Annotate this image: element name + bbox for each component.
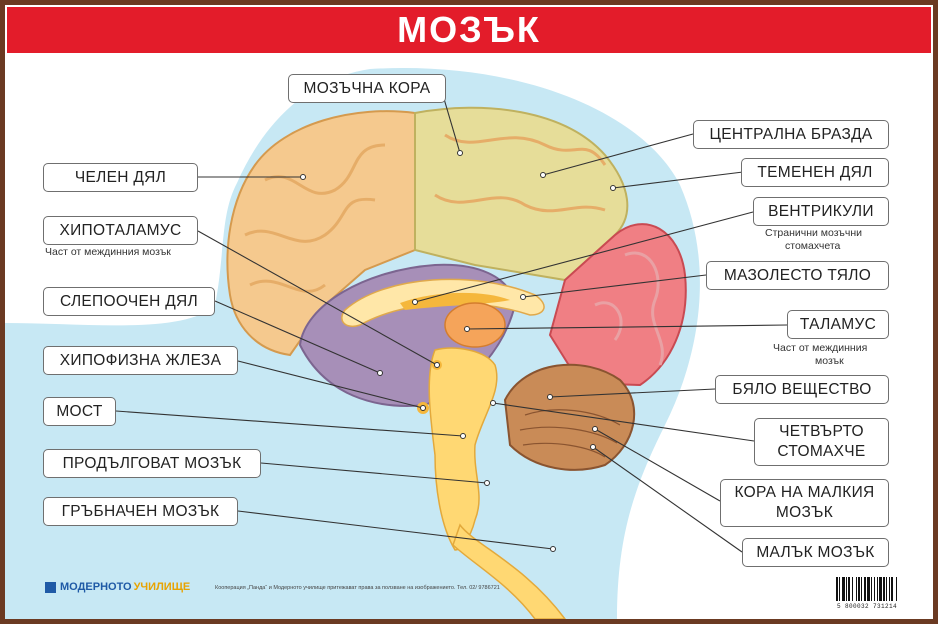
page-title: МОЗЪК	[397, 9, 541, 50]
leader-lines	[115, 91, 788, 553]
label-fourth-ventricle-line-2: СТОМАХЧЕ	[777, 443, 866, 460]
barcode-icon	[836, 577, 897, 601]
brainstem-shape	[428, 347, 498, 551]
label-temporal-lobe: СЛЕПООЧЕН ДЯЛ	[43, 287, 215, 316]
leader-dots	[300, 150, 616, 552]
label-thalamus-note-2: мозък	[815, 355, 844, 367]
label-corpus-callosum: МАЗОЛЕСТО ТЯЛО	[706, 261, 889, 290]
label-medulla: ПРОДЪЛГОВАТ МОЗЪК	[43, 449, 261, 478]
cortex-gyri	[244, 133, 607, 293]
logo-text-part2: УЧИЛИЩЕ	[133, 581, 191, 593]
label-ventricles-note-2: стомахчета	[785, 240, 841, 252]
logo-square-icon	[45, 581, 56, 593]
label-cerebellar-cortex-line-2: МОЗЪК	[775, 504, 834, 521]
credits-text: Кооперация „Панда“ и Модерното училище п…	[215, 585, 500, 591]
barcode-number: 5 800032 731214	[837, 603, 898, 610]
label-hypothalamus: ХИПОТАЛАМУС	[43, 216, 198, 245]
spinal-cord-shape	[452, 523, 566, 619]
label-white-matter: БЯЛО ВЕЩЕСТВО	[715, 375, 889, 404]
label-parietal-lobe: ТЕМЕНЕН ДЯЛ	[741, 158, 889, 187]
label-frontal-lobe: ЧЕЛЕН ДЯЛ	[43, 163, 198, 192]
label-thalamus-note-1: Част от междинния	[773, 342, 868, 354]
label-central-sulcus: ЦЕНТРАЛНА БРАЗДА	[693, 120, 889, 149]
label-cerebellar-cortex-line-1: КОРА НА МАЛКИЯ	[734, 484, 875, 501]
ventricle-shape	[400, 292, 510, 310]
thalamus-shape	[444, 302, 506, 348]
label-ventricles-note-1: Странични мозъчни	[765, 227, 863, 239]
publisher-logo: МОДЕРНОТО УЧИЛИЩЕ	[45, 581, 190, 593]
label-cortex: МОЗЪЧНА КОРА	[288, 74, 446, 103]
label-cerebellum: МАЛЪК МОЗЪК	[742, 538, 889, 567]
label-spinal-cord: ГРЪБНАЧЕН МОЗЪК	[43, 497, 238, 526]
title-bar: МОЗЪК	[7, 7, 931, 53]
label-ventricles: ВЕНТРИКУЛИ	[753, 197, 889, 226]
label-pons: МОСТ	[43, 397, 116, 426]
label-hypothalamus-note: Част от междинния мозък	[45, 246, 171, 258]
label-fourth-ventricle: ЧЕТВЪРТО СТОМАХЧЕ	[754, 418, 889, 466]
frontal-lobe-shape	[226, 110, 416, 357]
brain-illustration	[5, 68, 788, 619]
occipital-gyri	[594, 251, 664, 366]
logo-text-part1: МОДЕРНОТО	[60, 581, 132, 593]
label-fourth-ventricle-line-1: ЧЕТВЪРТО	[779, 423, 864, 440]
cerebellum-shape	[503, 363, 636, 471]
label-thalamus: ТАЛАМУС	[787, 310, 889, 339]
label-cerebellar-cortex: КОРА НА МАЛКИЯ МОЗЪК	[720, 479, 889, 527]
label-pituitary: ХИПОФИЗНА ЖЛЕЗА	[43, 346, 238, 375]
